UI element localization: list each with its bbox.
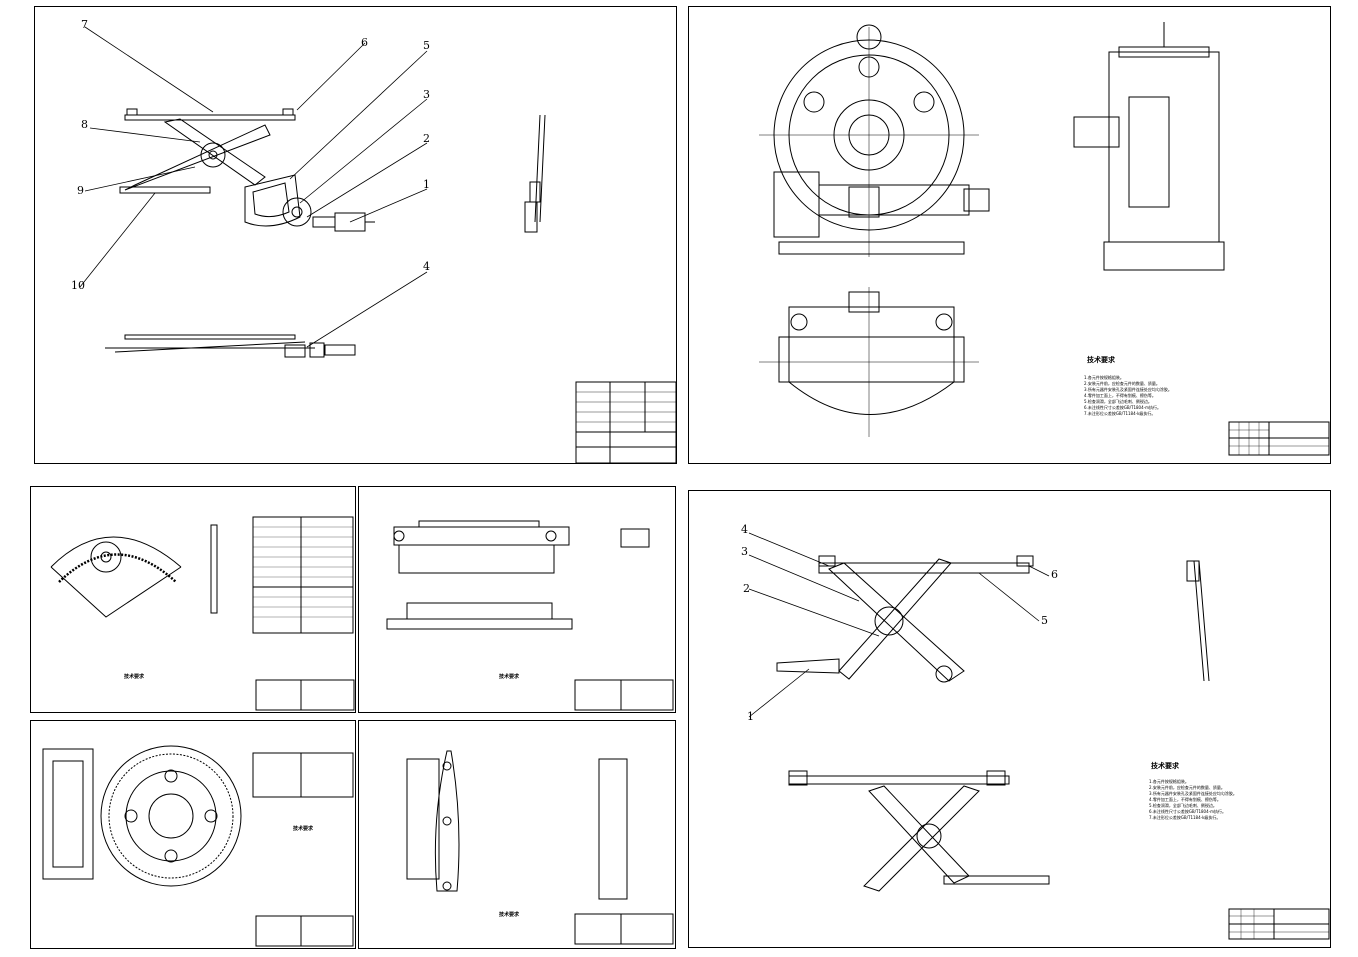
assembly-drawing xyxy=(79,26,677,464)
callout-7: 7 xyxy=(81,18,88,31)
requirement-item: 6.未注线性尺寸公差按GB/T1804-m执行。 xyxy=(1084,405,1161,410)
callout-1: 1 xyxy=(747,710,754,723)
gearbox-drawing xyxy=(759,22,1330,456)
drawing-sheet-guide-rail: 技术要求 xyxy=(358,486,676,713)
technical-requirements-title: 技术要求 xyxy=(1087,356,1115,364)
callout-2: 2 xyxy=(743,582,750,595)
callout-6: 6 xyxy=(1051,568,1058,581)
callout-5: 5 xyxy=(423,39,430,52)
guide-rail-drawing xyxy=(386,520,674,711)
requirement-item: 1.各元件按规格组装。 xyxy=(1149,779,1189,784)
technical-requirements-title: 技术要求 xyxy=(124,674,145,680)
requirement-item: 6.未注线性尺寸公差按GB/T1804-m执行。 xyxy=(1149,809,1226,814)
technical-requirements-list: 1.各元件按规格组装。 2.安装元件前，应检查元件的数量、质量。 3.所有元器件… xyxy=(1084,375,1172,417)
drawing-sheet-sector-gear: 技术要求 xyxy=(30,486,356,713)
drawing-sheet-gearbox-assembly: 技术要求 1.各元件按规格组装。 2.安装元件前，应检查元件的数量、质量。 3.… xyxy=(688,6,1331,464)
scissor-mechanism-drawing xyxy=(748,532,1330,940)
drawing-sheet-gear: 技术要求 xyxy=(30,720,356,949)
callout-3: 3 xyxy=(741,545,748,558)
requirement-item: 4.零件加工面上，不得有划痕、擦伤等。 xyxy=(1084,393,1156,398)
technical-requirements-title: 技术要求 xyxy=(293,826,314,832)
link-arm-drawing xyxy=(406,750,674,945)
sector-gear-drawing xyxy=(50,516,355,711)
callout-1: 1 xyxy=(423,178,430,191)
callout-4: 4 xyxy=(423,260,430,273)
gear-drawing xyxy=(42,745,354,947)
callout-9: 9 xyxy=(77,184,84,197)
drawing-sheet-scissor-mechanism: 4 3 2 6 5 1 技术要求 1.各元件按规格组装。 2.安装元件前，应检查… xyxy=(688,490,1331,948)
requirement-item: 7.未注形位公差按GB/T1184-k级执行。 xyxy=(1084,411,1156,416)
requirement-item: 2.安装元件前，应检查元件的数量、质量。 xyxy=(1084,381,1160,386)
callout-4: 4 xyxy=(741,523,748,536)
technical-requirements-title: 技术要求 xyxy=(499,912,520,918)
callout-5: 5 xyxy=(1041,614,1048,627)
requirement-item: 5.检查润滑，全部飞边毛刺、倒锐边。 xyxy=(1149,803,1217,808)
requirement-item: 7.未注形位公差按GB/T1184-k级执行。 xyxy=(1149,815,1221,820)
callout-6: 6 xyxy=(361,36,368,49)
callout-8: 8 xyxy=(81,118,88,131)
requirement-item: 2.安装元件前，应检查元件的数量、质量。 xyxy=(1149,785,1225,790)
technical-requirements-list: 1.各元件按规格组装。 2.安装元件前，应检查元件的数量、质量。 3.所有元器件… xyxy=(1149,779,1237,821)
requirement-item: 4.零件加工面上，不得有划痕、擦伤等。 xyxy=(1149,797,1221,802)
requirement-item: 5.检查润滑，全部飞边毛刺、倒锐边。 xyxy=(1084,399,1152,404)
technical-requirements-title: 技术要求 xyxy=(499,674,520,680)
callout-10: 10 xyxy=(71,279,85,292)
requirement-item: 3.所有元器件安装孔及紧固件连接处应均匀涂胶。 xyxy=(1149,791,1237,796)
requirement-item: 3.所有元器件安装孔及紧固件连接处应均匀涂胶。 xyxy=(1084,387,1172,392)
callout-2: 2 xyxy=(423,132,430,145)
drawing-sheet-window-regulator-assembly: 7 6 5 3 2 1 8 9 10 4 xyxy=(34,6,677,464)
technical-requirements-title: 技术要求 xyxy=(1151,762,1179,770)
drawing-sheet-link-arm: 技术要求 xyxy=(358,720,676,949)
callout-3: 3 xyxy=(423,88,430,101)
requirement-item: 1.各元件按规格组装。 xyxy=(1084,375,1124,380)
